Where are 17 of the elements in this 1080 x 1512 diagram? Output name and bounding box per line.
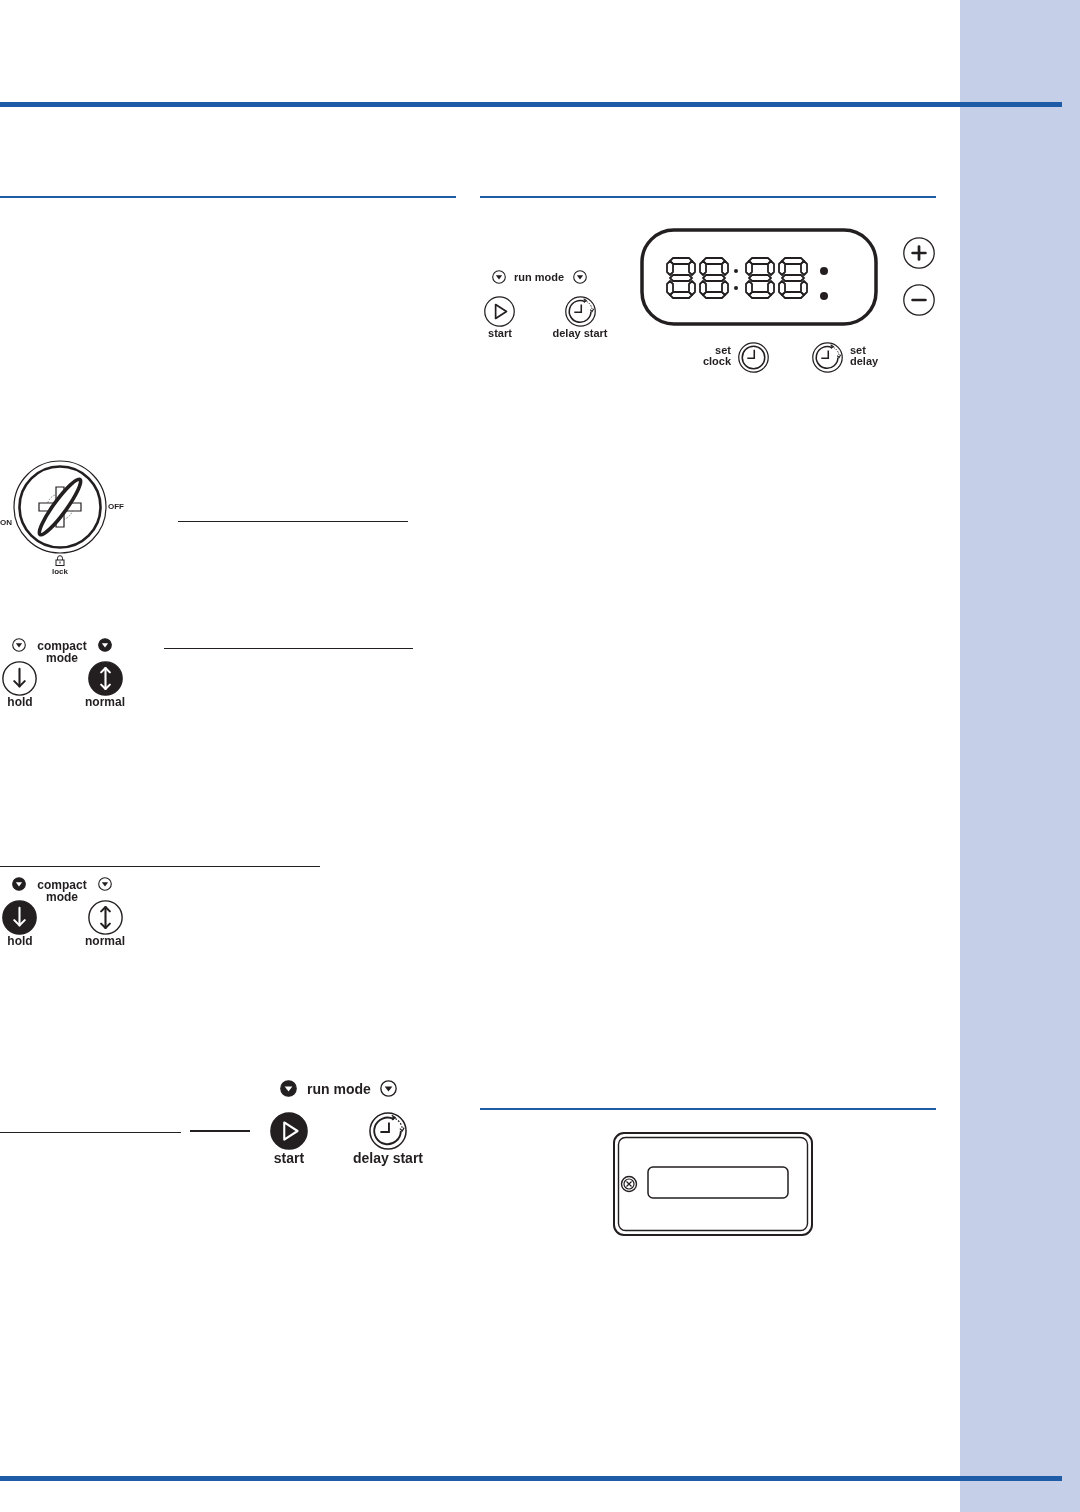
mode-heading: run mode [514, 271, 565, 284]
control-caption: normal [85, 695, 125, 709]
control-caption: hold [7, 934, 33, 948]
dial-label: ON [0, 518, 12, 527]
mode-heading: run mode [307, 1081, 371, 1097]
control-caption: delay start [353, 1150, 423, 1166]
mode-heading: compact mode [37, 879, 87, 903]
control-caption: hold [7, 695, 33, 709]
control-caption: delay start [552, 327, 608, 340]
control-caption: normal [85, 934, 125, 948]
mode-heading: compact mode [37, 640, 87, 664]
control-caption: set delay [850, 345, 879, 367]
dial-label: lock [52, 567, 68, 576]
control-caption: start [488, 327, 512, 340]
control-caption: set clock [702, 345, 731, 367]
dial-label: OFF [108, 502, 124, 511]
control-caption: start [273, 1150, 305, 1166]
